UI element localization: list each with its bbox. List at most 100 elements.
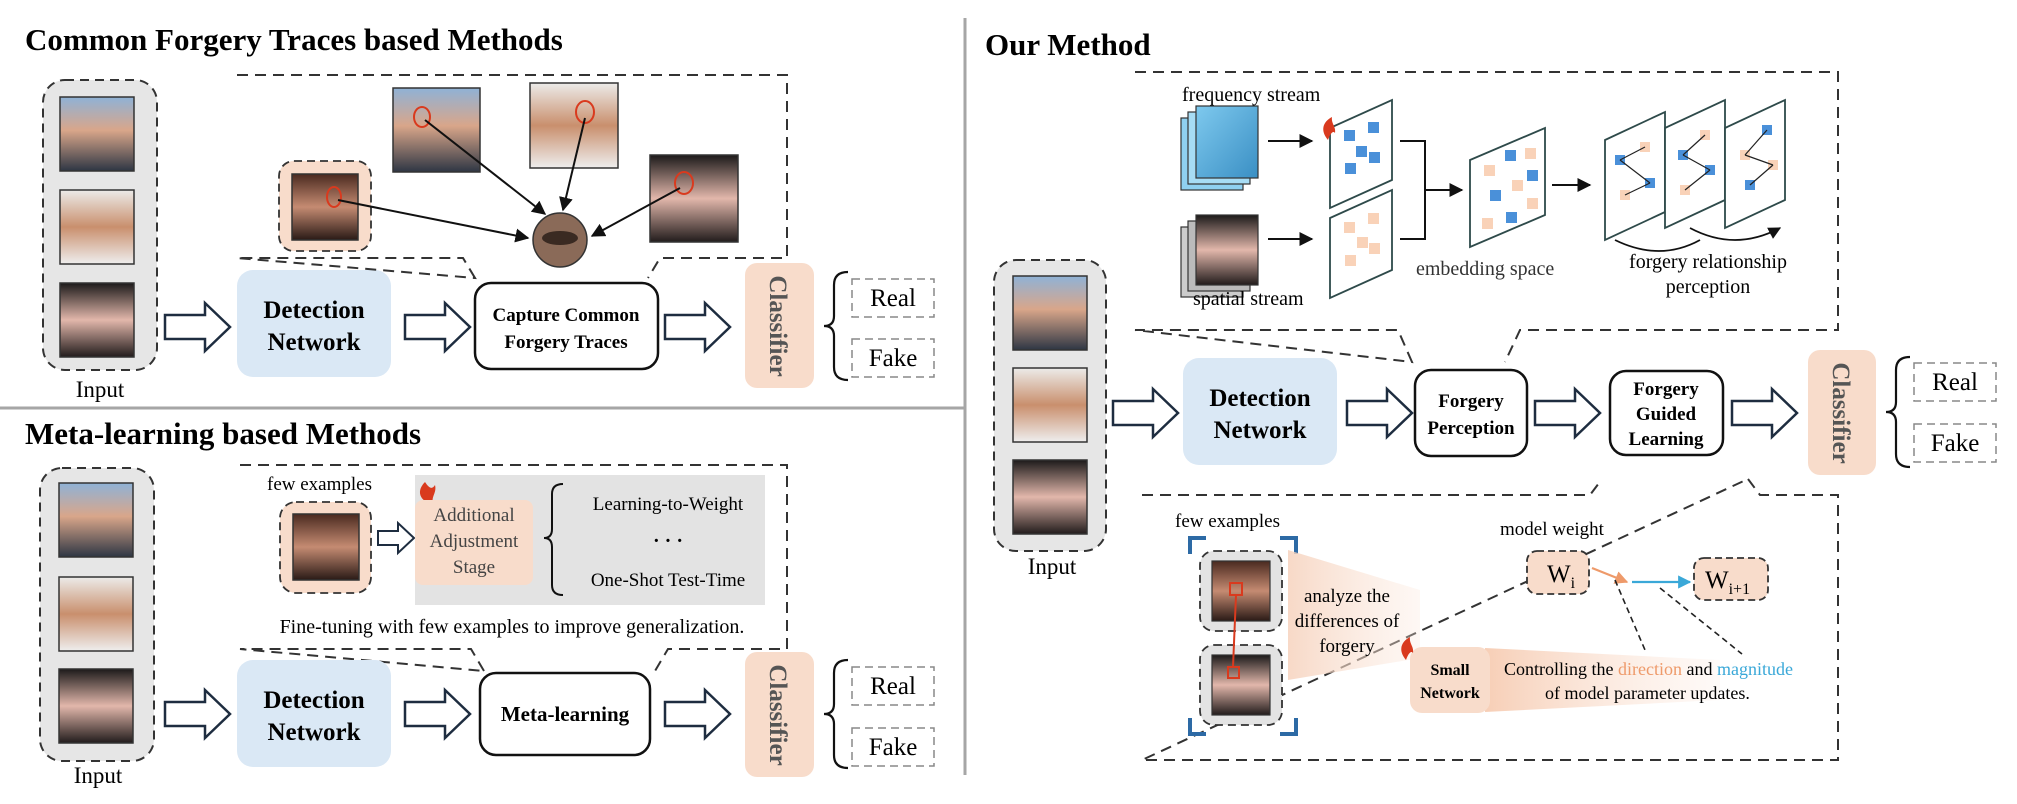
real-label: Real bbox=[870, 673, 916, 700]
detection-network-label: Detection bbox=[263, 687, 364, 714]
spatial-image-front bbox=[1195, 214, 1259, 286]
capture-label: Capture Common bbox=[493, 305, 640, 326]
analyze-label-2: differences of bbox=[1295, 611, 1400, 632]
face-trace-4 bbox=[649, 154, 739, 243]
forgery-perception-box bbox=[1413, 368, 1529, 458]
forgery-guided-learning-box bbox=[1608, 369, 1725, 457]
classifier-box bbox=[745, 263, 814, 388]
options-bracket bbox=[543, 483, 564, 596]
face-image-3 bbox=[59, 282, 135, 358]
example-face-2 bbox=[1211, 654, 1271, 716]
frequency-feature-plane bbox=[1329, 98, 1393, 210]
fire-icon bbox=[1401, 637, 1414, 660]
classifier-label: Classifier bbox=[764, 275, 791, 376]
spatial-feature-plane bbox=[1329, 188, 1393, 300]
input-label: Input bbox=[74, 763, 123, 788]
flow-arrow bbox=[1345, 386, 1414, 440]
face-image-1 bbox=[59, 96, 135, 172]
control-text-line2: of model parameter updates. bbox=[1545, 683, 1750, 703]
classifier-box bbox=[1808, 350, 1876, 475]
capture-common-traces-box bbox=[473, 281, 660, 371]
model-weight-label: model weight bbox=[1500, 519, 1605, 540]
adjust-label: Additional bbox=[433, 505, 514, 526]
embedding-space-label: embedding space bbox=[1416, 258, 1554, 280]
output-bracket bbox=[823, 658, 849, 770]
face-image-2 bbox=[1012, 367, 1088, 443]
fake-output-box bbox=[851, 727, 935, 767]
real-label: Real bbox=[1932, 369, 1978, 396]
classifier-box bbox=[745, 652, 814, 777]
panel-common-forgery-traces: Common Forgery Traces based Methods Inpu… bbox=[25, 22, 935, 402]
trace-link bbox=[424, 119, 547, 215]
option-ellipsis: · · · bbox=[653, 530, 683, 552]
face-image-2 bbox=[59, 189, 135, 265]
guided-label-3: Learning bbox=[1629, 429, 1704, 450]
guided-label: Forgery bbox=[1633, 379, 1699, 400]
detection-network-label: Detection bbox=[263, 297, 364, 324]
detection-network-label-2: Network bbox=[1213, 417, 1306, 444]
fake-label: Fake bbox=[869, 734, 918, 761]
direction-arrow bbox=[1591, 566, 1629, 584]
perception-label: Forgery bbox=[1438, 391, 1504, 412]
trace-marker bbox=[674, 171, 694, 195]
analyze-band bbox=[1288, 550, 1420, 680]
input-label: Input bbox=[1028, 554, 1077, 579]
option-learning-to-weight: Learning-to-Weight bbox=[593, 494, 744, 515]
trace-marker bbox=[413, 106, 431, 128]
flow-arrow bbox=[1730, 386, 1799, 440]
perception-callout bbox=[1134, 71, 1839, 364]
small-network-label-2: Network bbox=[1420, 685, 1480, 702]
example-face bbox=[292, 513, 360, 581]
adjust-label-3: Stage bbox=[453, 557, 495, 578]
frequency-stream-label: frequency stream bbox=[1182, 84, 1321, 106]
small-network-box bbox=[1410, 647, 1490, 713]
detection-network-box bbox=[237, 660, 391, 767]
relationship-label: forgery relationship bbox=[1629, 251, 1787, 273]
detection-network-box bbox=[237, 270, 391, 377]
flow-arrow bbox=[403, 687, 472, 741]
eye-detail bbox=[542, 231, 578, 245]
weight-wi1-box bbox=[1693, 557, 1769, 601]
face-image-3 bbox=[58, 668, 134, 744]
control-text-line1: Controlling the direction and magnitude bbox=[1504, 659, 1793, 679]
real-label: Real bbox=[870, 285, 916, 312]
small-network-label: Small bbox=[1430, 662, 1470, 679]
relationship-planes bbox=[1604, 98, 1785, 252]
classifier-label: Classifier bbox=[1827, 362, 1854, 463]
spatial-stream-label: spatial stream bbox=[1193, 288, 1304, 310]
detection-network-label-2: Network bbox=[267, 329, 360, 356]
traces-callout bbox=[236, 74, 788, 280]
flow-arrow bbox=[163, 687, 232, 741]
fake-output-box bbox=[851, 338, 935, 378]
panel-our-method: Our Method frequency stream spatial stre… bbox=[985, 27, 1997, 761]
fake-label: Fake bbox=[1931, 430, 1980, 457]
few-examples-label: few examples bbox=[267, 474, 372, 495]
meta-caption: Fine-tuning with few examples to improve… bbox=[280, 616, 745, 638]
real-output-box bbox=[851, 278, 935, 318]
capture-label-2: Forgery Traces bbox=[504, 332, 627, 353]
embedding-space-plane bbox=[1469, 126, 1546, 249]
control-band bbox=[1485, 648, 1720, 712]
trace-link bbox=[559, 117, 586, 212]
detection-network-label-2: Network bbox=[267, 719, 360, 746]
fake-output-box bbox=[1913, 423, 1997, 463]
trace-link bbox=[337, 199, 530, 243]
perception-label-2: Perception bbox=[1427, 418, 1515, 439]
real-output-box bbox=[1913, 362, 1997, 402]
analyze-label-3: forgery bbox=[1319, 636, 1375, 657]
option-one-shot: One-Shot Test-Time bbox=[591, 570, 745, 591]
meta-learning-box bbox=[478, 671, 652, 757]
adjust-label-2: Adjustment bbox=[430, 531, 519, 552]
flow-arrow bbox=[663, 300, 732, 354]
flow-arrow bbox=[1533, 386, 1602, 440]
weight-wi-box bbox=[1526, 550, 1590, 595]
panel-title: Meta-learning based Methods bbox=[25, 416, 421, 451]
flow-arrow bbox=[663, 687, 732, 741]
face-image-3 bbox=[1012, 459, 1088, 535]
detection-network-box bbox=[1183, 358, 1337, 465]
flow-arrow-small bbox=[377, 520, 416, 556]
trace-marker bbox=[575, 100, 595, 124]
face-trace-1 bbox=[291, 173, 359, 241]
